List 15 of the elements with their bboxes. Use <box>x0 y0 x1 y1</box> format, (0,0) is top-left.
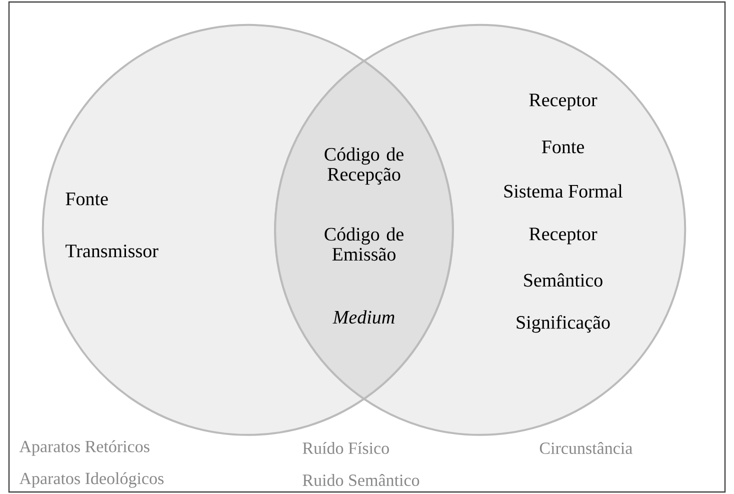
lens-text: Medium <box>332 310 394 324</box>
lens-text: Código de Recepção <box>324 147 404 185</box>
circle-text: Sistema Formal <box>504 184 623 198</box>
overlap-lens <box>274 60 454 400</box>
circle-text: Transmissor <box>66 244 158 258</box>
circle-text: Significação <box>516 315 610 333</box>
circle-text: Receptor <box>529 94 598 110</box>
lens-text: Código de Emissão <box>324 227 404 261</box>
circle-text: Semântico <box>524 273 602 287</box>
bottom-label: Aparatos Ideológicos <box>19 472 164 488</box>
circle-text: Receptor <box>529 228 598 244</box>
bottom-label: Ruido Semântico <box>302 474 420 486</box>
circle-text: Fonte <box>542 140 584 154</box>
circle-text: Fonte <box>66 192 108 206</box>
bottom-label: Ruído Físico <box>302 442 389 454</box>
